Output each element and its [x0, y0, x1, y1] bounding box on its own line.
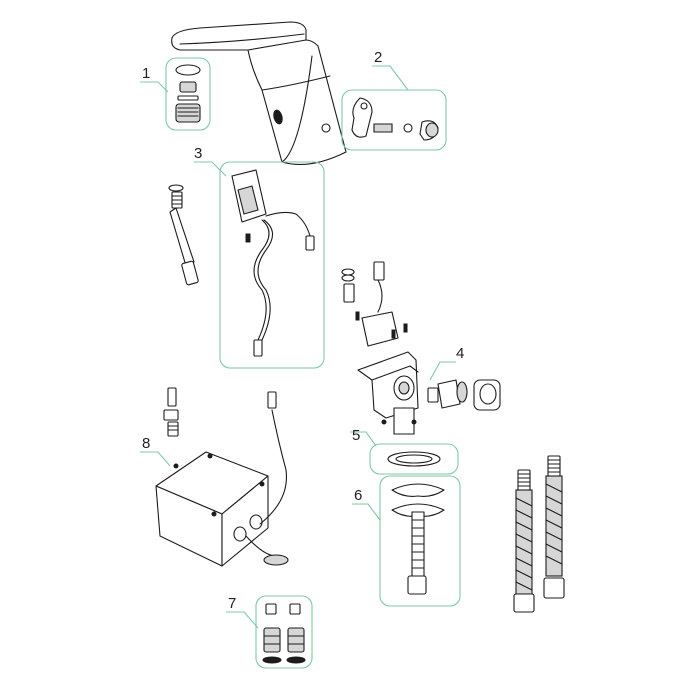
callout-label-1: 1 — [142, 65, 150, 82]
lever-parts — [351, 97, 439, 141]
part-group-6: 6 — [352, 475, 461, 607]
part-group-2: 2 — [341, 49, 447, 151]
inlet-tube — [168, 184, 199, 286]
group-2-frame — [341, 89, 447, 151]
group-5-frame — [369, 443, 459, 475]
faucet-body — [171, 21, 347, 165]
supply-hose-left — [513, 469, 535, 613]
part-group-7: 7 — [226, 595, 313, 669]
callout-label-3: 3 — [194, 145, 202, 162]
callout-line-5 — [350, 431, 377, 447]
part-group-8: 8 — [140, 387, 289, 567]
callout-line-8 — [140, 451, 171, 467]
check-valve-parts — [427, 379, 501, 411]
callout-label-6: 6 — [354, 487, 362, 504]
sensor-cable-assembly — [231, 169, 315, 357]
callout-line-7 — [226, 611, 259, 629]
group-3-frame — [219, 161, 325, 369]
part-group-3: 3 — [194, 145, 325, 369]
mounting-hardware — [391, 483, 445, 595]
callout-label-2: 2 — [374, 49, 382, 66]
callout-label-7: 7 — [228, 595, 236, 612]
callout-line-1 — [140, 81, 169, 93]
group-6-frame — [379, 475, 461, 607]
supply-hoses — [513, 455, 565, 613]
callout-label-4: 4 — [456, 345, 464, 362]
part-group-4: 4 — [427, 345, 501, 411]
callout-line-4 — [429, 361, 456, 381]
group-7-frame — [255, 595, 313, 669]
callout-line-2 — [372, 65, 409, 91]
callout-line-3 — [194, 161, 227, 177]
callout-line-6 — [352, 503, 381, 521]
gasket-ring — [387, 451, 441, 467]
valve-body-assembly — [341, 261, 419, 435]
connector-parts — [262, 603, 306, 664]
aerator-parts — [175, 64, 201, 123]
part-group-5: 5 — [350, 427, 459, 475]
group-1-frame — [165, 57, 211, 131]
part-group-1: 1 — [140, 57, 211, 131]
callout-label-5: 5 — [352, 427, 360, 444]
control-box — [155, 391, 289, 567]
supply-hose-right — [543, 455, 565, 599]
callout-label-8: 8 — [142, 435, 150, 452]
screws-and-anchors — [163, 387, 179, 437]
